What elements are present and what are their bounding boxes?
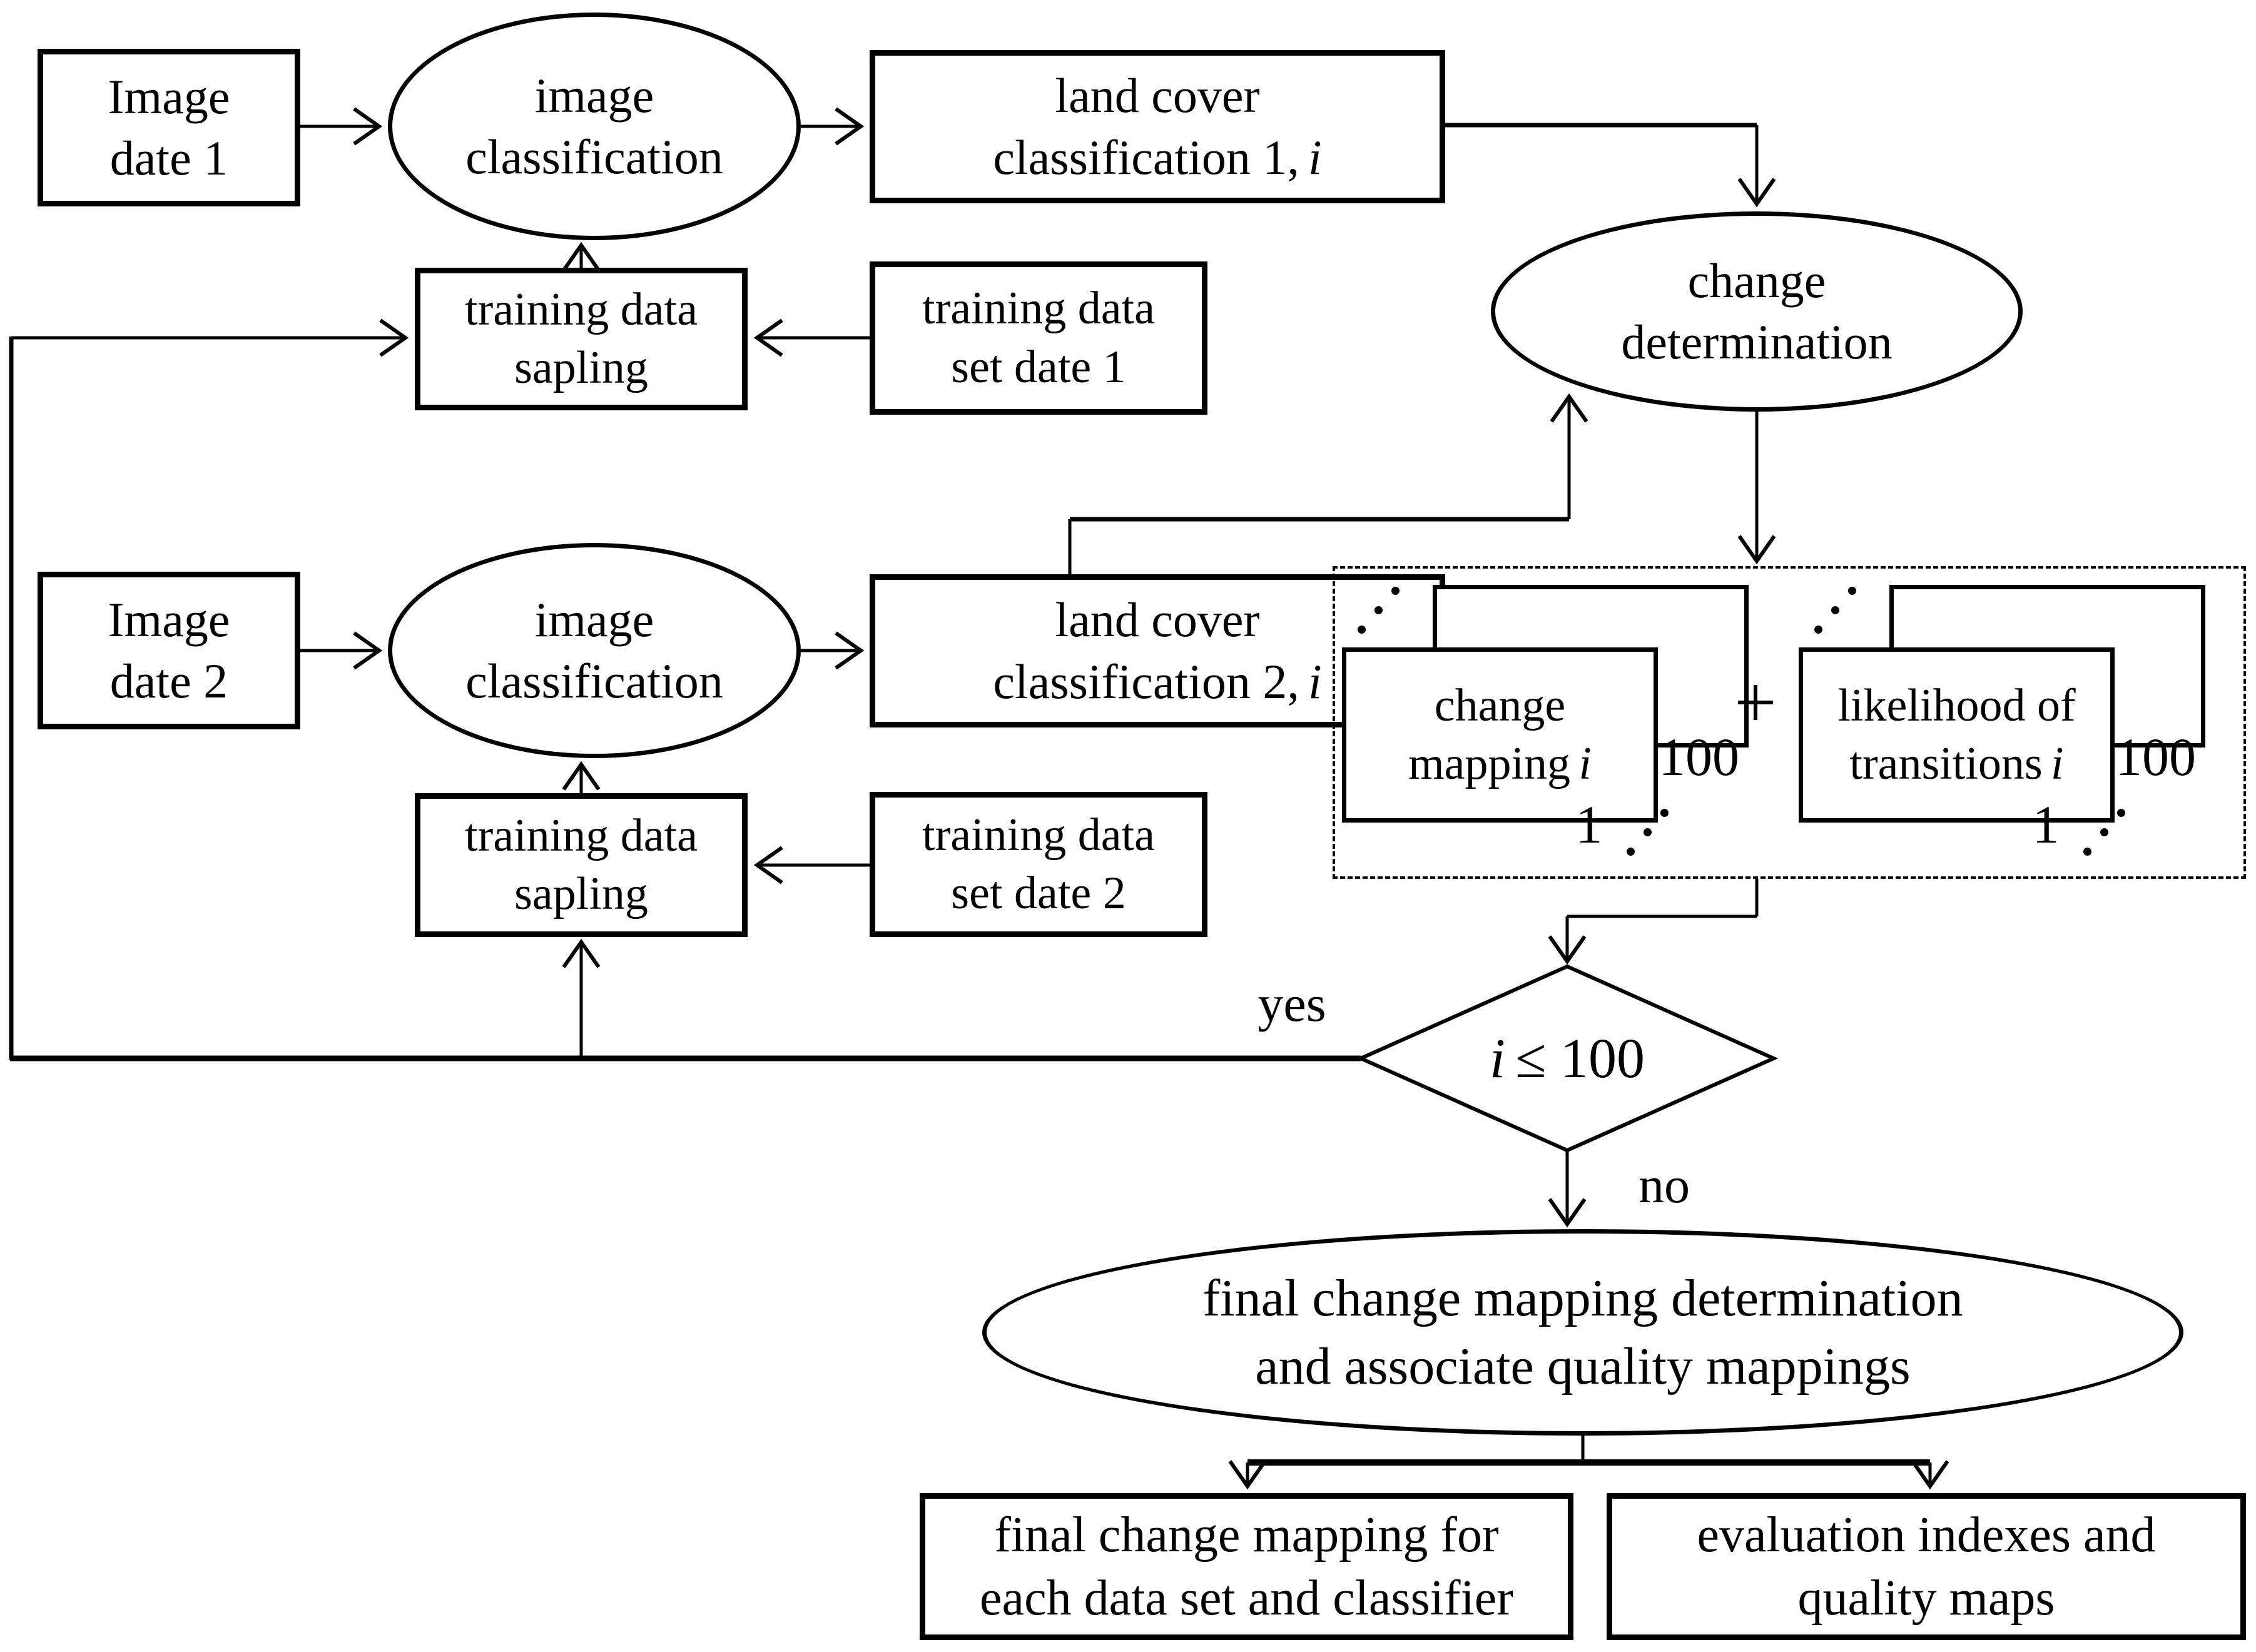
- stack-ellipsis-icon: [2083, 848, 2091, 856]
- land-cover-2-line: classification 2, i: [993, 651, 1321, 712]
- image-classification-1-ellipse: image classification: [388, 13, 801, 240]
- final-change-mapping-output-line: final change mapping for: [994, 1507, 1499, 1563]
- count-label: 1: [1575, 794, 1603, 854]
- no-text: no: [1639, 1156, 1690, 1214]
- evaluation-output-line: quality maps: [1797, 1570, 2055, 1626]
- change-mapping-index: i: [1578, 738, 1592, 789]
- training-set-1-box: training data set date 1: [870, 261, 1207, 415]
- training-set-2-line: set date 2: [951, 868, 1126, 919]
- training-sapling-1-box: training data sapling: [415, 268, 748, 410]
- evaluation-output-box: evaluation indexes and quality maps: [1607, 1493, 2246, 1640]
- training-sapling-1-line: sapling: [514, 342, 648, 393]
- land-cover-2-line: land cover: [1055, 592, 1260, 647]
- count-label: 100: [1659, 727, 1739, 787]
- training-sapling-2-line: training data: [465, 809, 698, 861]
- change-mapping-count-bottom: 1: [1552, 788, 1627, 860]
- image-date-2-line: Image: [108, 592, 230, 647]
- change-determination-line: change: [1687, 253, 1826, 308]
- count-label: 1: [2032, 794, 2060, 854]
- stack-ellipsis-icon: [1814, 626, 1822, 634]
- image-classification-1-line: classification: [465, 129, 723, 184]
- evaluation-output-line: evaluation indexes and: [1697, 1507, 2156, 1563]
- land-cover-1-index: i: [1308, 129, 1322, 185]
- stack-ellipsis-icon: [1627, 848, 1635, 856]
- image-classification-2-line: image: [534, 592, 654, 647]
- final-change-mapping-output-box: final change mapping for each data set a…: [920, 1493, 1573, 1640]
- final-change-mapping-output-line: each data set and classifier: [980, 1570, 1513, 1626]
- likelihood-text: transitions: [1849, 738, 2043, 789]
- land-cover-1-text: classification 1,: [993, 129, 1299, 185]
- iteration-stacks-container: [1333, 566, 2246, 879]
- change-determination-line: determination: [1621, 315, 1893, 369]
- image-date-2-box: Image date 2: [38, 572, 300, 729]
- likelihood-front-sheet: likelihood of transitions i: [1799, 647, 2115, 823]
- plus-label: +: [1734, 661, 1777, 744]
- decision-condition: i ≤ 100: [1442, 1020, 1692, 1097]
- likelihood-line: transitions i: [1849, 735, 2063, 793]
- count-label: 100: [2115, 727, 2196, 787]
- plus-operator: +: [1717, 661, 1794, 744]
- final-determination-line: and associate quality mappings: [1255, 1337, 1911, 1396]
- decision-diamond: [1356, 964, 1779, 1153]
- change-determination-ellipse: change determination: [1491, 211, 2023, 412]
- change-mapping-line: mapping i: [1408, 735, 1592, 793]
- image-date-1-box: Image date 1: [38, 49, 300, 206]
- final-determination-line: final change mapping determination: [1202, 1269, 1963, 1327]
- likelihood-index: i: [2051, 738, 2064, 789]
- stack-ellipsis-icon: [1358, 626, 1366, 634]
- yes-label: yes: [1223, 971, 1361, 1036]
- change-mapping-text: mapping: [1408, 738, 1571, 789]
- image-classification-2-line: classification: [465, 654, 723, 708]
- image-date-1-line: Image: [108, 69, 230, 124]
- image-classification-2-ellipse: image classification: [388, 543, 801, 758]
- no-label: no: [1598, 1152, 1730, 1218]
- change-mapping-front-sheet: change mapping i: [1342, 647, 1658, 823]
- image-date-1-line: date 1: [109, 131, 228, 185]
- likelihood-count-top: 100: [2101, 719, 2210, 794]
- final-determination-ellipse: final change mapping determination and a…: [982, 1229, 2183, 1436]
- land-cover-2-text: classification 2,: [993, 654, 1299, 709]
- image-date-2-line: date 2: [109, 654, 228, 708]
- training-sapling-1-line: training data: [465, 283, 698, 335]
- yes-text: yes: [1258, 975, 1326, 1032]
- land-cover-1-box: land cover classification 1, i: [870, 50, 1445, 203]
- decision-comparison: ≤ 100: [1515, 1027, 1645, 1090]
- change-mapping-line: change: [1434, 679, 1566, 731]
- land-cover-1-line: classification 1, i: [993, 127, 1321, 188]
- training-sapling-2-box: training data sapling: [415, 793, 748, 937]
- image-classification-1-line: image: [534, 68, 654, 123]
- training-set-1-line: set date 1: [951, 341, 1126, 393]
- training-set-2-box: training data set date 2: [870, 792, 1207, 937]
- land-cover-2-index: i: [1308, 654, 1322, 709]
- change-mapping-count-top: 100: [1644, 719, 1754, 794]
- decision-variable: i: [1489, 1027, 1505, 1090]
- likelihood-line: likelihood of: [1837, 679, 2076, 731]
- training-set-2-line: training data: [922, 809, 1155, 861]
- likelihood-count-bottom: 1: [2008, 788, 2083, 860]
- land-cover-1-line: land cover: [1055, 68, 1260, 123]
- training-sapling-2-line: sapling: [514, 868, 648, 920]
- training-set-1-line: training data: [922, 283, 1155, 335]
